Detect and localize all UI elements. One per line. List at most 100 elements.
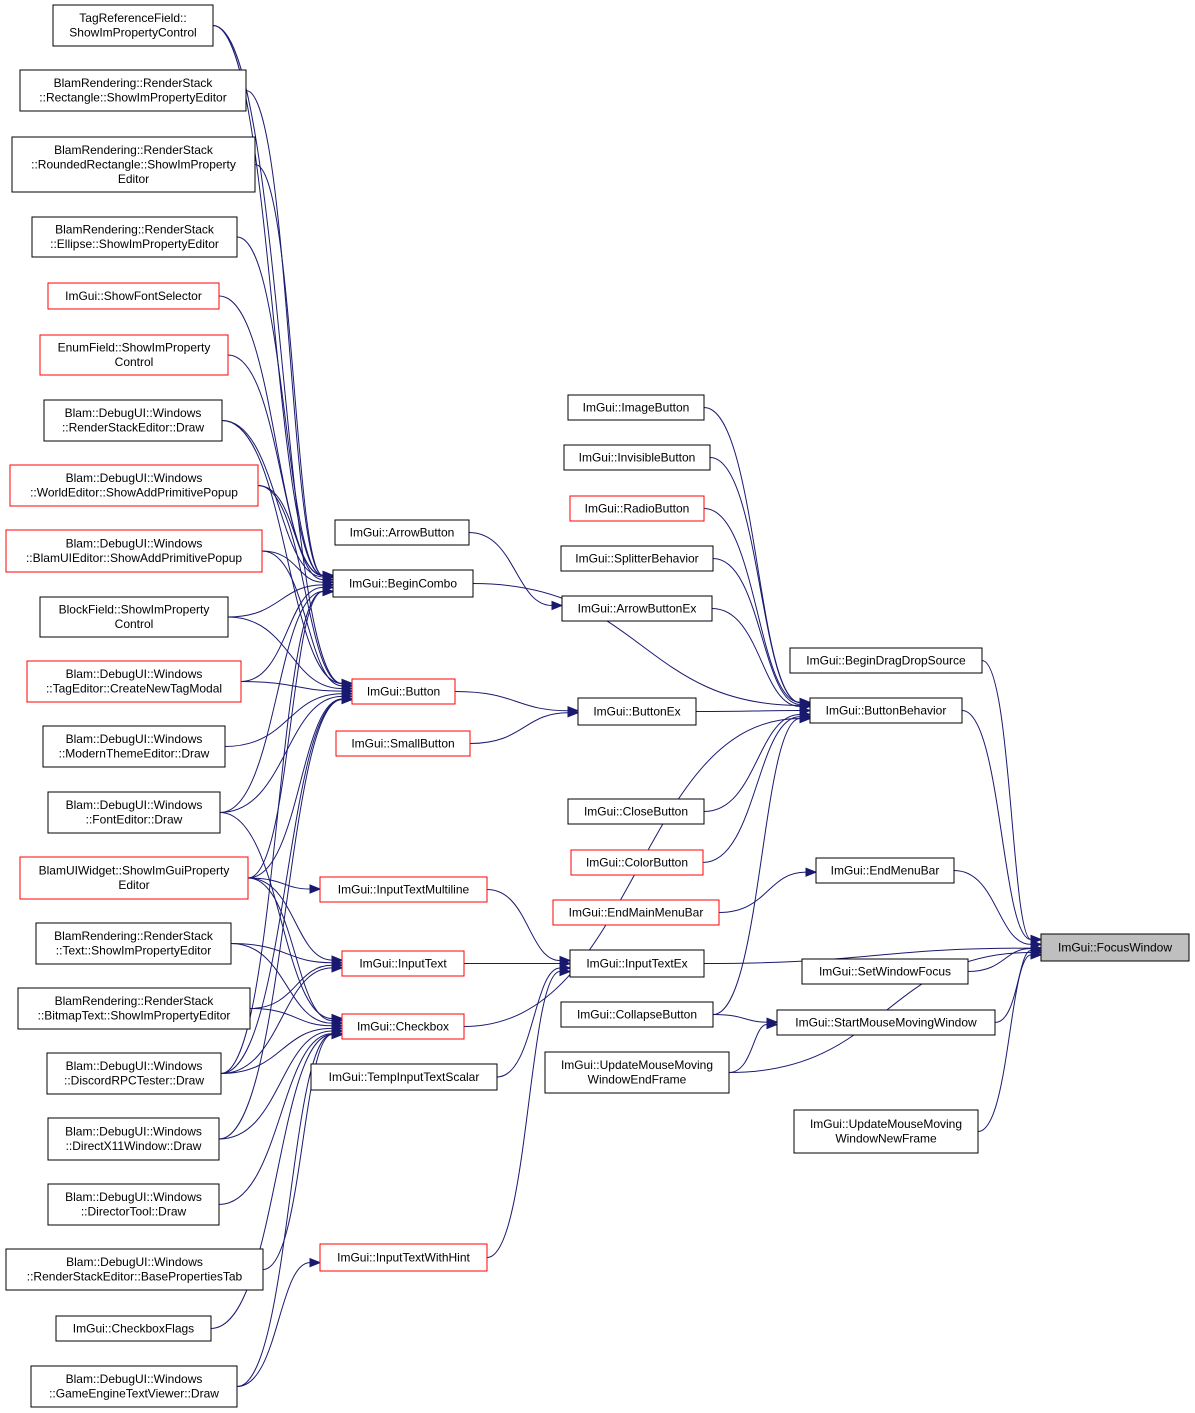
node-showfontselector[interactable]: ImGui::ShowFontSelector — [47, 282, 220, 310]
node-box — [341, 1013, 465, 1040]
node-begindragdropsource[interactable]: ImGui::BeginDragDropSource — [789, 647, 983, 674]
node-basepropertiestab[interactable]: Blam::DebugUI::Windows::RenderStackEdito… — [5, 1248, 264, 1291]
edge-roundedrectangle-to-begincombo — [254, 164, 335, 581]
node-label: Blam::DebugUI::Windows — [66, 471, 203, 485]
node-label: ImGui::SplitterBehavior — [575, 551, 698, 565]
node-inputtextwithhint[interactable]: ImGui::InputTextWithHint — [319, 1243, 488, 1272]
node-button[interactable]: ImGui::Button — [351, 678, 456, 705]
node-directx11window[interactable]: Blam::DebugUI::Windows::DirectX11Window:… — [47, 1117, 220, 1161]
edge-blamuiwidget-to-begincombo — [247, 586, 335, 879]
node-checkbox[interactable]: ImGui::Checkbox — [341, 1013, 465, 1040]
node-tageditor[interactable]: Blam::DebugUI::Windows::TagEditor::Creat… — [26, 660, 242, 703]
node-label: Editor — [118, 172, 149, 186]
node-label: ImGui::TempInputTextScalar — [329, 1070, 480, 1084]
node-box — [801, 958, 969, 985]
node-rectangle[interactable]: BlamRendering::RenderStack::Rectangle::S… — [19, 69, 247, 112]
node-bitmaptext[interactable]: BlamRendering::RenderStack::BitmapText::… — [17, 987, 251, 1030]
node-inputtextmultiline[interactable]: ImGui::InputTextMultiline — [319, 876, 488, 903]
node-gameenginetextviewer[interactable]: Blam::DebugUI::Windows::GameEngineTextVi… — [30, 1365, 238, 1408]
node-focuswindow[interactable]: ImGui::FocusWindow — [1040, 933, 1190, 962]
node-arrowbutton[interactable]: ImGui::ArrowButton — [334, 519, 470, 546]
node-imagebutton[interactable]: ImGui::ImageButton — [567, 394, 705, 421]
edge-inputtextwithhint-to-inputtextex — [486, 966, 572, 1258]
node-label: ::Text::ShowImPropertyEditor — [56, 944, 211, 958]
node-box — [569, 495, 705, 522]
node-box — [47, 282, 220, 310]
node-label: ::Rectangle::ShowImPropertyEditor — [39, 91, 226, 105]
arrowhead-icon — [331, 1029, 344, 1040]
node-buttonbehavior[interactable]: ImGui::ButtonBehavior — [809, 697, 963, 724]
node-renderstackeditor_draw[interactable]: Blam::DebugUI::Windows::RenderStackEdito… — [43, 399, 223, 442]
node-modernthemeeditor[interactable]: Blam::DebugUI::Windows::ModernThemeEdito… — [42, 725, 226, 768]
arrowhead-icon — [799, 700, 812, 711]
node-box — [31, 216, 238, 258]
node-label: ::WorldEditor::ShowAddPrimitivePopup — [30, 486, 238, 500]
node-radiobutton[interactable]: ImGui::RadioButton — [569, 495, 705, 522]
edge-updatemousemovingwindownewframe-to-focuswindow — [977, 950, 1043, 1132]
node-endmenubar[interactable]: ImGui::EndMenuBar — [815, 857, 955, 884]
node-arrowbuttonex[interactable]: ImGui::ArrowButtonEx — [561, 595, 713, 622]
node-box — [793, 1109, 979, 1154]
node-invisiblebutton[interactable]: ImGui::InvisibleButton — [563, 444, 711, 471]
node-textrs[interactable]: BlamRendering::RenderStack::Text::ShowIm… — [35, 922, 232, 965]
node-tempinputtextscalar[interactable]: ImGui::TempInputTextScalar — [310, 1063, 498, 1091]
node-label: ::BlamUIEditor::ShowAddPrimitivePopup — [26, 551, 242, 565]
node-ellipse[interactable]: BlamRendering::RenderStack::Ellipse::Sho… — [31, 216, 238, 258]
node-label: ::DirectorTool::Draw — [81, 1205, 187, 1219]
edge-blamuiwidget-to-inputtext — [247, 877, 344, 965]
node-box — [789, 647, 983, 674]
node-blockfield[interactable]: BlockField::ShowImPropertyControl — [39, 596, 229, 638]
node-collapsebutton[interactable]: ImGui::CollapseButton — [560, 1001, 714, 1028]
node-label: ImGui::ArrowButtonEx — [578, 601, 697, 615]
node-label: ImGui::SetWindowFocus — [819, 964, 951, 978]
node-closebutton[interactable]: ImGui::CloseButton — [567, 798, 705, 825]
node-label: ImGui::ImageButton — [583, 400, 690, 414]
node-startmousemovingwindow[interactable]: ImGui::StartMouseMovingWindow — [776, 1009, 996, 1036]
node-label: BlockField::ShowImProperty — [59, 603, 210, 617]
node-label: ::TagEditor::CreateNewTagModal — [46, 682, 222, 696]
edge-directortool-to-checkbox — [218, 1028, 344, 1205]
node-worldeditor[interactable]: Blam::DebugUI::Windows::WorldEditor::Sho… — [9, 464, 259, 507]
node-setwindowfocus[interactable]: ImGui::SetWindowFocus — [801, 958, 969, 985]
node-box — [5, 1248, 264, 1291]
arrowhead-icon — [309, 884, 322, 894]
node-label: Blam::DebugUI::Windows — [66, 1372, 203, 1386]
arrowhead-icon — [1030, 950, 1043, 960]
node-colorbutton[interactable]: ImGui::ColorButton — [570, 849, 704, 876]
node-inputtextex[interactable]: ImGui::InputTextEx — [569, 949, 705, 978]
node-tagreferencefield[interactable]: TagReferenceField::ShowImPropertyControl — [52, 4, 214, 47]
node-label: Blam::DebugUI::Windows — [65, 406, 202, 420]
node-roundedrectangle[interactable]: BlamRendering::RenderStack::RoundedRecta… — [11, 136, 256, 193]
node-label: ::GameEngineTextViewer::Draw — [49, 1387, 219, 1401]
node-label: Blam::DebugUI::Windows — [66, 667, 203, 681]
node-box — [809, 697, 963, 724]
node-label: Blam::DebugUI::Windows — [66, 1255, 203, 1269]
node-fonteditor[interactable]: Blam::DebugUI::Windows::FontEditor::Draw — [47, 791, 221, 834]
node-directortool[interactable]: Blam::DebugUI::Windows::DirectorTool::Dr… — [47, 1183, 220, 1226]
node-discordrpctester[interactable]: Blam::DebugUI::Windows::DiscordRPCTester… — [46, 1052, 222, 1095]
node-inputtext[interactable]: ImGui::InputText — [341, 950, 465, 977]
node-box — [334, 519, 470, 546]
node-checkboxflags[interactable]: ImGui::CheckboxFlags — [55, 1315, 212, 1342]
node-label: WindowEndFrame — [588, 1073, 687, 1087]
node-endmainmenubar[interactable]: ImGui::EndMainMenuBar — [552, 899, 720, 926]
node-label: ImGui::ArrowButton — [350, 525, 455, 539]
node-begincombo[interactable]: ImGui::BeginCombo — [332, 569, 474, 598]
node-smallbutton[interactable]: ImGui::SmallButton — [335, 730, 471, 757]
node-box — [47, 1183, 220, 1226]
node-blamuieditor[interactable]: Blam::DebugUI::Windows::BlamUIEditor::Sh… — [5, 529, 263, 573]
node-label: BlamRendering::RenderStack — [55, 994, 215, 1008]
node-box — [42, 725, 226, 768]
node-label: ImGui::SmallButton — [351, 736, 454, 750]
node-enumfield[interactable]: EnumField::ShowImPropertyControl — [39, 334, 229, 376]
edge-radiobutton-to-buttonbehavior — [703, 508, 812, 708]
node-splitterbehavior[interactable]: ImGui::SplitterBehavior — [560, 545, 714, 572]
node-buttonex[interactable]: ImGui::ButtonEx — [577, 697, 697, 726]
node-label: Control — [115, 355, 154, 369]
node-box — [39, 334, 229, 376]
node-label: BlamRendering::RenderStack — [54, 143, 214, 157]
edge-buttonbehavior-to-focuswindow — [961, 710, 1043, 945]
